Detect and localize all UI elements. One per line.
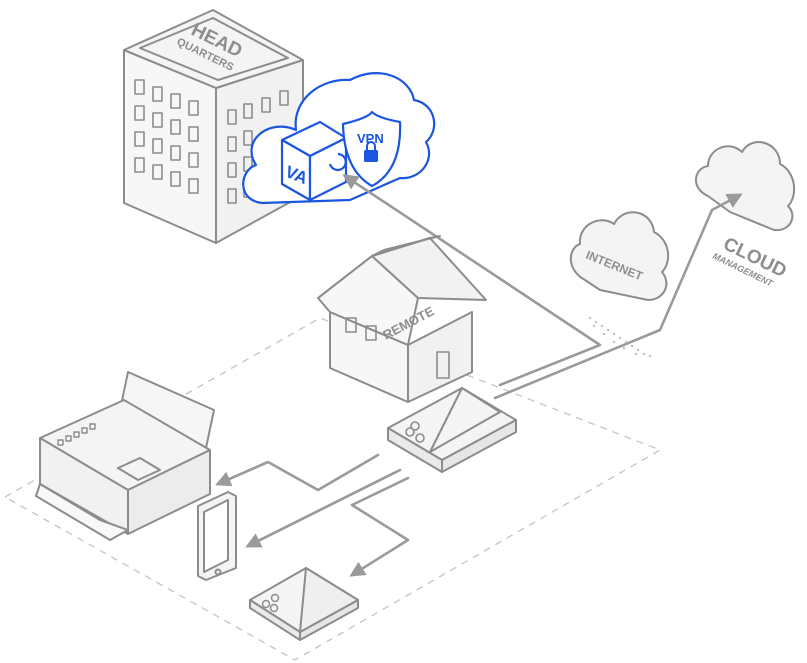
- vpn-label: VPN: [357, 131, 384, 146]
- virtual-appliance-cube-icon: [280, 120, 348, 202]
- access-point-icon: [249, 567, 359, 641]
- vpn-shield-lock-icon: [341, 110, 402, 188]
- router-icon: [387, 387, 517, 473]
- remote-house-icon: [317, 235, 487, 403]
- internet-fade-dots: [588, 316, 652, 358]
- internet-cloud-icon: [569, 211, 670, 301]
- connection-lines: [215, 174, 743, 577]
- printer-icon: [35, 371, 215, 541]
- smartphone-icon: [197, 491, 237, 581]
- cloud-management-cloud-icon: [695, 141, 796, 232]
